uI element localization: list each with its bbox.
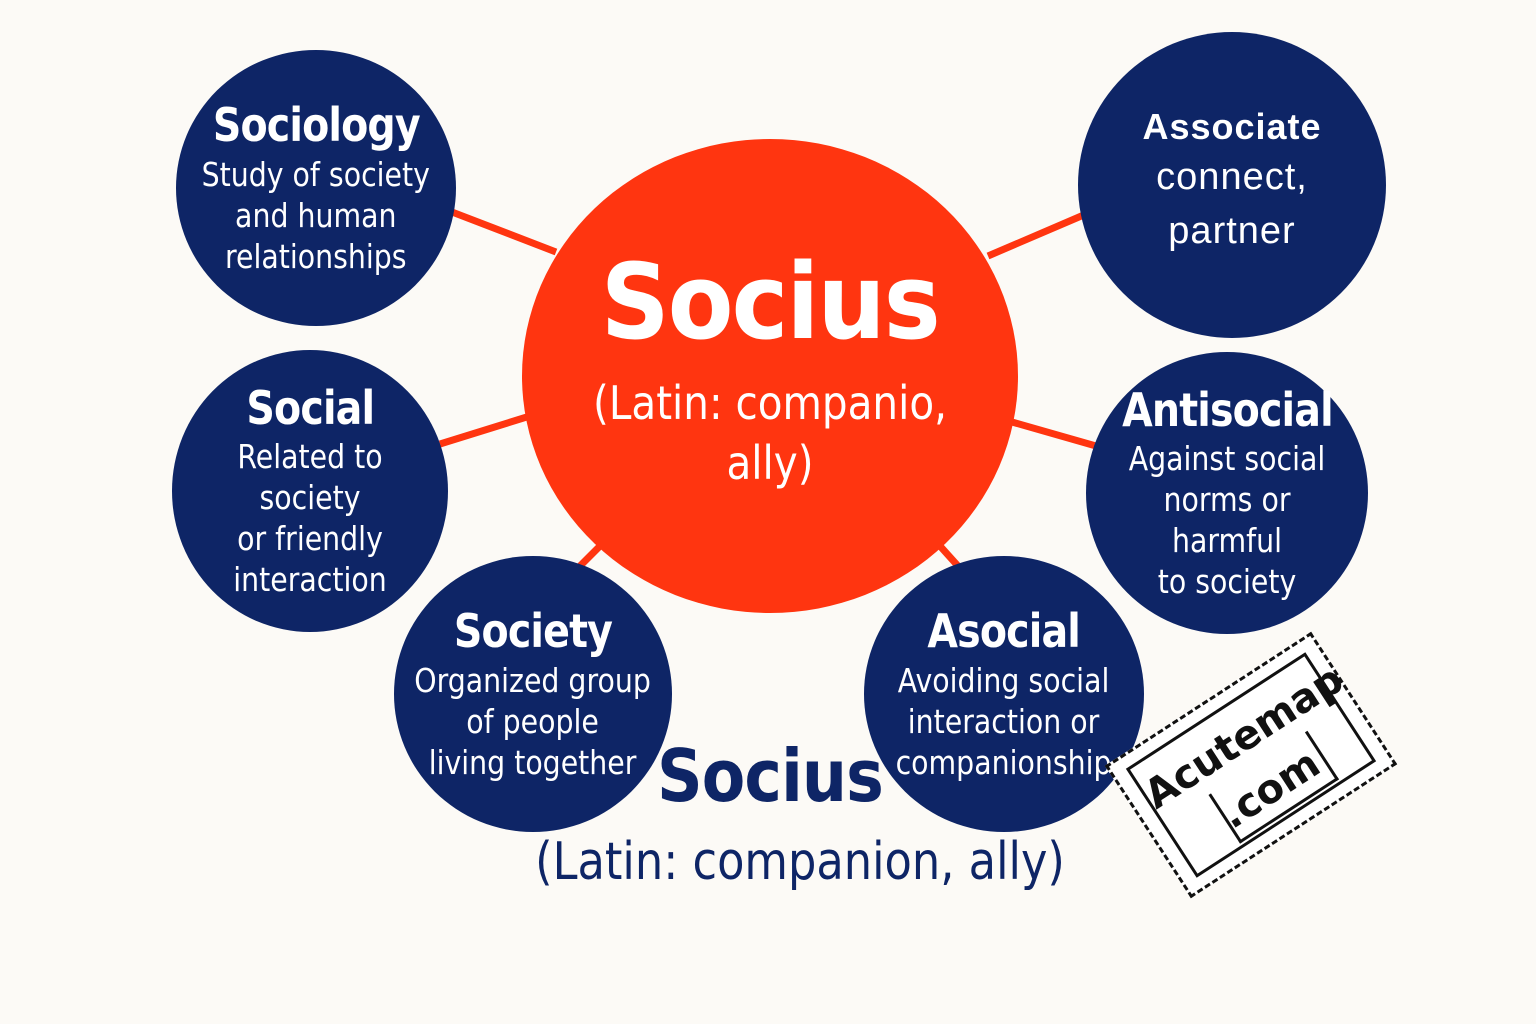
node-desc: Against social norms or harmful to socie… — [1128, 439, 1326, 602]
node-title: Social — [246, 380, 375, 435]
connector-society — [577, 543, 603, 569]
node-title: Sociology — [212, 98, 421, 153]
node-title: Asocial — [927, 604, 1081, 659]
node-social: Social Related to society or friendly in… — [172, 350, 448, 632]
bottom-title: Socius — [657, 734, 884, 818]
connector-sociology — [450, 208, 558, 256]
node-sociology: Sociology Study of society and human rel… — [176, 50, 456, 326]
connector-asocial — [937, 543, 961, 569]
center-node: Socius (Latin: companio, ally) — [522, 139, 1018, 613]
connector-social — [438, 412, 532, 448]
node-title: Society — [453, 604, 613, 659]
node-desc: Study of society and human relationships — [201, 154, 431, 276]
node-title: Antisocial — [1121, 382, 1334, 437]
node-associate: Associate connect, partner — [1078, 32, 1386, 338]
connector-antisocial — [1011, 418, 1097, 450]
connector-associate — [986, 210, 1088, 260]
center-title: Socius — [600, 240, 941, 363]
node-title: Associate — [1142, 106, 1322, 148]
node-society: Society Organized group of people living… — [394, 556, 672, 832]
node-desc: connect, partner — [1156, 155, 1308, 252]
node-antisocial: Antisocial Against social norms or harmf… — [1086, 352, 1368, 634]
bottom-subtitle: (Latin: companion, ally) — [535, 832, 1065, 892]
node-desc: Avoiding social interaction or companion… — [896, 660, 1112, 782]
node-asocial: Asocial Avoiding social interaction or c… — [864, 556, 1144, 832]
node-desc: Organized group of people living togethe… — [414, 660, 652, 782]
node-desc: Related to society or friendly interacti… — [233, 437, 387, 600]
center-subtitle: (Latin: companio, ally) — [593, 376, 947, 491]
